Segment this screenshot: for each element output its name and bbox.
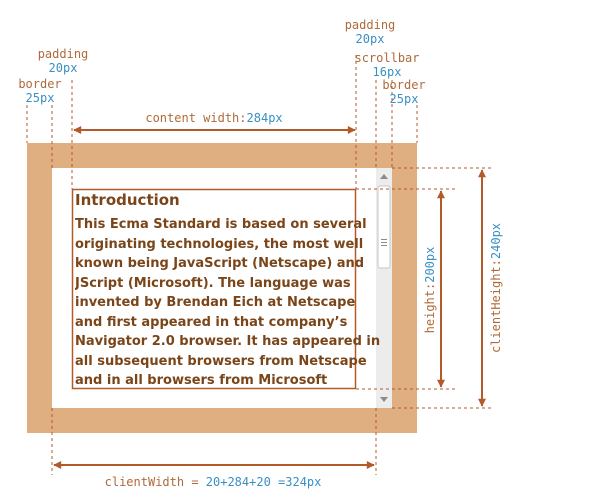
guide-lines-right: [356, 167, 493, 409]
scrollable-content[interactable]: Introduction This Ecma Standard is based…: [75, 189, 382, 388]
height-text: height:: [423, 283, 437, 334]
scrollbar-label: scrollbar: [354, 51, 419, 65]
border-right-label: border: [382, 78, 425, 92]
scrollbar-grip-icon: [381, 239, 387, 246]
client-height-label: clientHeight:240px: [489, 223, 503, 353]
scrollbar-thumb[interactable]: [377, 185, 391, 269]
scroll-up-arrow-icon[interactable]: [380, 174, 388, 179]
client-width-label: clientWidth = 20+284+20 =324px: [105, 475, 322, 489]
content-width-label: content width:284px: [145, 111, 282, 125]
guide-lines-top: [26, 55, 418, 189]
content-box-outline: [71, 188, 357, 390]
padding-left-value: 20px: [49, 61, 78, 75]
guide-lines-bottom: [51, 408, 377, 475]
scrollbar-value: 16px: [373, 65, 402, 79]
content-width-text: content width:: [145, 111, 246, 125]
height-label: height:200px: [423, 247, 437, 334]
client-height-text: clientHeight:: [489, 259, 503, 353]
client-height-value: 240px: [489, 223, 503, 259]
height-value: 200px: [423, 247, 437, 283]
border-left-label: border: [18, 77, 61, 91]
padding-right-label: padding: [345, 18, 396, 32]
client-width-text: clientWidth =: [105, 475, 206, 489]
border-left-value: 25px: [26, 91, 55, 105]
element-inner-area: [52, 168, 376, 408]
border-right-value: 25px: [390, 92, 419, 106]
scroll-down-arrow-icon[interactable]: [380, 397, 388, 402]
client-width-value: 20+284+20 =324px: [206, 475, 322, 489]
content-width-value: 284px: [247, 111, 283, 125]
content-paragraph: This Ecma Standard is based on several o…: [75, 217, 381, 388]
content-title: Introduction: [75, 191, 180, 209]
padding-left-label: padding: [38, 47, 89, 61]
padding-right-value: 20px: [356, 32, 385, 46]
